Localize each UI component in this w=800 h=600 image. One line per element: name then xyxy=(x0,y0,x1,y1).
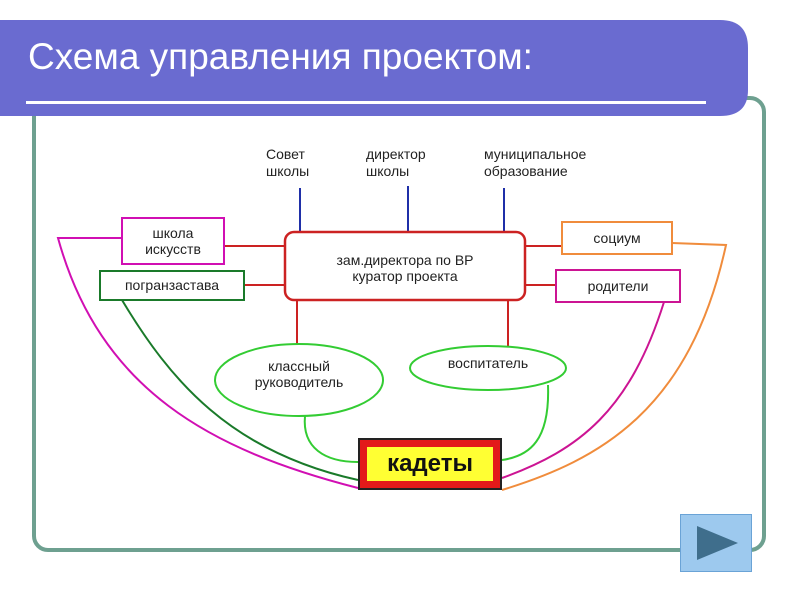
cadets-label: кадеты xyxy=(367,447,493,481)
society-label: социум xyxy=(593,230,641,246)
parents-to-cadets xyxy=(501,301,665,479)
society-to-cadets xyxy=(501,242,728,491)
educator-oval xyxy=(409,345,567,391)
parents-label: родители xyxy=(587,278,649,294)
class-teacher-label: классный руководитель xyxy=(254,358,344,390)
title-underline xyxy=(26,101,706,104)
border-post-to-cadets xyxy=(121,299,359,481)
educator-label: воспитатель xyxy=(447,355,529,371)
border-post-box xyxy=(99,270,245,301)
class-teacher-oval xyxy=(214,343,384,417)
class-teacher-to-cadets xyxy=(303,415,359,463)
next-slide-button[interactable] xyxy=(680,514,752,572)
cadets-box: кадеты xyxy=(358,438,502,490)
parents-box xyxy=(555,269,681,303)
art-school-box xyxy=(121,217,225,265)
sovet-label: Совет школы xyxy=(266,146,310,179)
title-bar xyxy=(0,20,748,116)
art-school-to-cadets xyxy=(56,237,359,489)
director-label: директор школы xyxy=(366,146,426,179)
municipal-label: муниципальное образование xyxy=(484,146,587,179)
slide-title: Схема управления проектом: xyxy=(28,36,533,77)
border-post-label: погранзастава xyxy=(124,277,220,293)
main-box xyxy=(283,230,527,302)
main-box-label: зам.директора по ВР куратор проекта xyxy=(336,252,474,284)
society-box xyxy=(561,221,673,255)
educator-to-cadets xyxy=(501,384,550,461)
art-school-label: школа искусств xyxy=(145,225,201,257)
